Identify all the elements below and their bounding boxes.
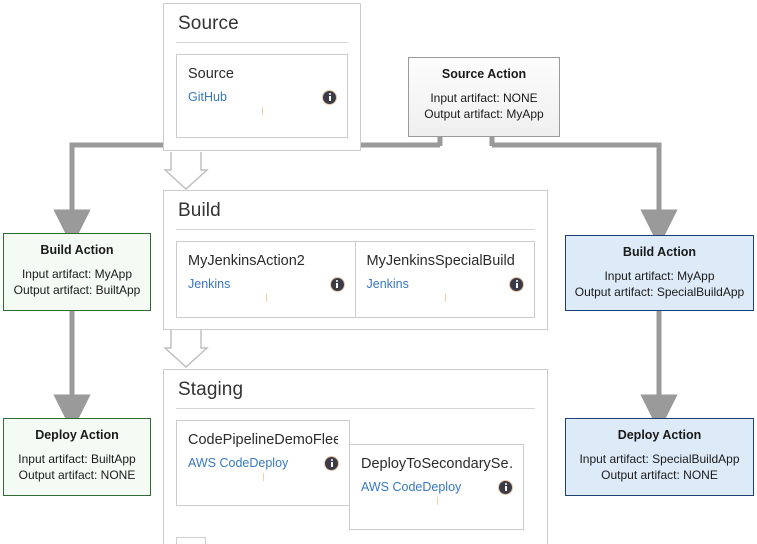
stage-divider <box>176 408 535 409</box>
action-card-meta: AWS CodeDeploy <box>361 480 512 494</box>
legend-fragment <box>176 537 206 544</box>
annotation-input: Input artifact: MyApp <box>21 267 133 281</box>
stage-title-staging: Staging <box>178 379 244 400</box>
annotation-title: Build Action <box>622 245 697 259</box>
annotation-input: Input artifact: SpecialBuildApp <box>579 452 740 466</box>
connector-source-action-stubs <box>437 137 495 146</box>
annotation-body: Input artifact: BuiltApp Output artifact… <box>4 451 150 483</box>
annotation-deploy-action-right: Deploy Action Input artifact: SpecialBui… <box>565 418 754 496</box>
action-card-name: DeployToSecondarySe… <box>361 456 512 472</box>
annotation-body: Input artifact: SpecialBuildApp Output a… <box>566 451 753 483</box>
stage-arrow-build-to-staging <box>163 330 209 368</box>
action-card-name: CodePipelineDemoFleet <box>188 432 338 448</box>
stage-staging[interactable]: Staging CodePipelineDemoFleet AWS CodeDe… <box>163 369 548 544</box>
annotation-body: Input artifact: MyApp Output artifact: S… <box>566 268 753 300</box>
action-card-status-tick <box>367 291 524 307</box>
action-card-name: Source <box>188 66 234 82</box>
action-card-deploytosecondary[interactable]: DeployToSecondarySe… AWS CodeDeploy <box>349 444 524 530</box>
annotation-title: Source Action <box>441 67 527 81</box>
annotation-deploy-action-left: Deploy Action Input artifact: BuiltApp O… <box>3 418 151 496</box>
action-card-meta: GitHub <box>188 90 336 104</box>
stage-divider <box>176 229 535 230</box>
annotation-output: Output artifact: NONE <box>18 468 136 482</box>
stage-body-build: MyJenkinsAction2 Jenkins MyJenkinsSpecia… <box>164 241 547 330</box>
action-card-status-tick <box>188 291 344 307</box>
action-card-name: MyJenkinsAction2 <box>188 253 305 269</box>
annotation-build-action-left: Build Action Input artifact: MyApp Outpu… <box>3 233 151 311</box>
stage-body-staging: CodePipelineDemoFleet AWS CodeDeploy Dep… <box>164 420 547 542</box>
action-card-myjenkinsspecialbuild[interactable]: MyJenkinsSpecialBuild Jenkins <box>354 241 535 318</box>
action-card-status-tick <box>361 494 512 510</box>
annotation-body: Input artifact: MyApp Output artifact: B… <box>4 266 150 298</box>
action-card-provider[interactable]: Jenkins <box>366 277 409 291</box>
annotation-title: Deploy Action <box>617 428 702 442</box>
info-icon[interactable] <box>323 90 336 104</box>
action-card-status-tick <box>188 470 338 486</box>
action-card-myjenkinsaction2[interactable]: MyJenkinsAction2 Jenkins <box>176 241 356 318</box>
action-card-provider[interactable]: Jenkins <box>188 277 231 291</box>
annotation-output: Output artifact: NONE <box>601 468 718 482</box>
annotation-input: Input artifact: MyApp <box>604 269 715 283</box>
action-card-name: MyJenkinsSpecialBuild <box>366 253 515 269</box>
annotation-input: Input artifact: NONE <box>430 91 538 105</box>
stage-title-source: Source <box>178 13 239 34</box>
info-icon[interactable] <box>499 480 512 494</box>
action-card-status-tick <box>188 104 336 120</box>
stage-title-build: Build <box>178 200 221 221</box>
action-card-provider[interactable]: AWS CodeDeploy <box>188 456 289 470</box>
action-card-meta: Jenkins <box>366 277 523 291</box>
action-card-source[interactable]: Source GitHub <box>176 54 348 138</box>
info-icon[interactable] <box>330 277 344 291</box>
action-card-meta: Jenkins <box>188 277 344 291</box>
annotation-input: Input artifact: BuiltApp <box>18 452 136 466</box>
annotation-title: Build Action <box>40 243 114 257</box>
annotation-output: Output artifact: MyApp <box>424 107 544 121</box>
annotation-output: Output artifact: BuiltApp <box>13 283 141 297</box>
action-card-provider[interactable]: AWS CodeDeploy <box>361 480 462 494</box>
stage-arrow-source-to-build <box>163 152 209 190</box>
stage-source[interactable]: Source Source GitHub <box>163 3 361 151</box>
annotation-build-action-right: Build Action Input artifact: MyApp Outpu… <box>565 235 754 311</box>
action-card-meta: AWS CodeDeploy <box>188 456 338 470</box>
annotation-output: Output artifact: SpecialBuildApp <box>574 285 745 299</box>
info-icon[interactable] <box>325 456 338 470</box>
annotation-body: Input artifact: NONE Output artifact: My… <box>409 90 559 122</box>
action-card-codepipelinedemofleet[interactable]: CodePipelineDemoFleet AWS CodeDeploy <box>176 420 350 506</box>
stage-divider <box>176 42 348 43</box>
annotation-source-action: Source Action Input artifact: NONE Outpu… <box>408 57 560 137</box>
annotation-title: Deploy Action <box>35 428 119 442</box>
info-icon[interactable] <box>510 277 523 291</box>
stage-build[interactable]: Build MyJenkinsAction2 Jenkins MyJenkins… <box>163 190 548 330</box>
stage-body-source: Source GitHub <box>164 54 360 150</box>
action-card-provider[interactable]: GitHub <box>188 90 227 104</box>
